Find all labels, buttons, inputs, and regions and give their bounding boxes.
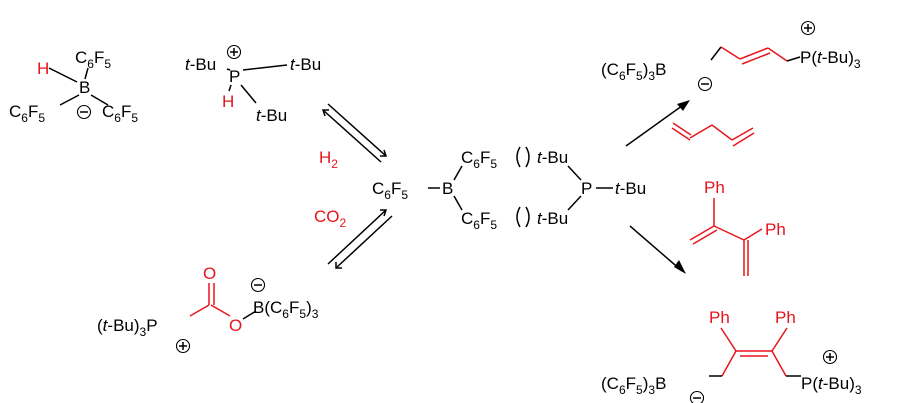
adduct-minus-charge	[250, 277, 266, 293]
flp-tbu-top: t-Bu	[537, 148, 568, 167]
product1-borate-label: (C6F5)3B	[601, 60, 666, 83]
co2-reagent-label: CO2	[314, 207, 347, 230]
product1-plus-charge	[800, 20, 816, 36]
flp-tbu-right: t-Bu	[615, 179, 646, 198]
adduct-b-c6f5-label: B(C6F5)3	[253, 298, 319, 321]
adduct-plus-charge	[175, 338, 191, 354]
borate-c6f5-right: C6F5	[102, 102, 138, 125]
product2-plus-charge	[822, 349, 838, 365]
diphenylbutadiene-reagent: Ph Ph	[689, 178, 786, 276]
diphenylbutadiene-reaction-arrow	[629, 225, 686, 274]
co2-equilibrium-arrows	[327, 209, 393, 269]
hydroborate-structure: H C6F5 B C6F5 C6F5	[9, 48, 138, 125]
phosphonium-tbu-left: t-Bu	[185, 55, 216, 74]
phosphonium-structure: t-Bu P t-Bu H t-Bu	[185, 44, 321, 125]
butadiene-reaction-arrow	[625, 100, 690, 147]
product2-ph-left: Ph	[709, 308, 730, 327]
flp-c6f5-left: C6F5	[372, 179, 408, 202]
reagent-ph-left: Ph	[704, 178, 725, 197]
product2-borate-label: (C6F5)3B	[601, 374, 666, 397]
butadiene-product-structure: (C6F5)3B P(t-Bu)3	[601, 20, 861, 92]
reagent-ph-right: Ph	[765, 220, 786, 239]
product2-minus-charge	[689, 390, 705, 403]
product1-phosphonium-label: P(t-Bu)3	[800, 48, 861, 71]
product1-minus-charge	[697, 76, 713, 92]
phosphonium-plus-charge	[226, 44, 242, 60]
h2-reagent-label: H2	[319, 148, 338, 171]
flp-c6f5-top: C6F5	[461, 148, 497, 171]
adduct-carbonyl-o: O	[203, 264, 216, 283]
flp-tbu-bottom: t-Bu	[537, 209, 568, 228]
co2-adduct-structure: (t-Bu)3P O O B(C6F5)3	[97, 264, 319, 354]
product2-phosphonium-label: P(t-Bu)3	[801, 374, 862, 397]
phosphonium-p-label: P	[229, 67, 240, 86]
borate-minus-charge	[76, 104, 92, 120]
diphenylbutadiene-product-structure: Ph Ph (C6F5)3B P(t-Bu)3	[601, 308, 862, 403]
phosphonium-h-label: H	[222, 92, 234, 111]
product2-ph-right: Ph	[775, 308, 796, 327]
frustrated-lewis-pair: C6F5 B C6F5 C6F5 t-Bu t-Bu P t-Bu	[372, 146, 646, 232]
borate-c6f5-top: C6F5	[75, 48, 111, 71]
flp-c6f5-bottom: C6F5	[461, 209, 497, 232]
steric-clash-mark-bottom	[516, 206, 521, 228]
hydride-h-label: H	[37, 59, 49, 78]
steric-clash-mark-top	[516, 146, 521, 168]
flp-p-label: P	[581, 179, 592, 198]
phosphonium-tbu-bottom: t-Bu	[256, 106, 287, 125]
adduct-ptbu3-label: (t-Bu)3P	[97, 316, 158, 339]
h2-equilibrium-arrows	[321, 103, 388, 163]
adduct-ester-o: O	[229, 316, 242, 335]
phosphonium-tbu-right: t-Bu	[290, 55, 321, 74]
borate-b-label: B	[79, 78, 90, 97]
butadiene-reagent	[671, 122, 755, 147]
borate-c6f5-left: C6F5	[9, 102, 45, 125]
flp-b-label: B	[442, 179, 453, 198]
